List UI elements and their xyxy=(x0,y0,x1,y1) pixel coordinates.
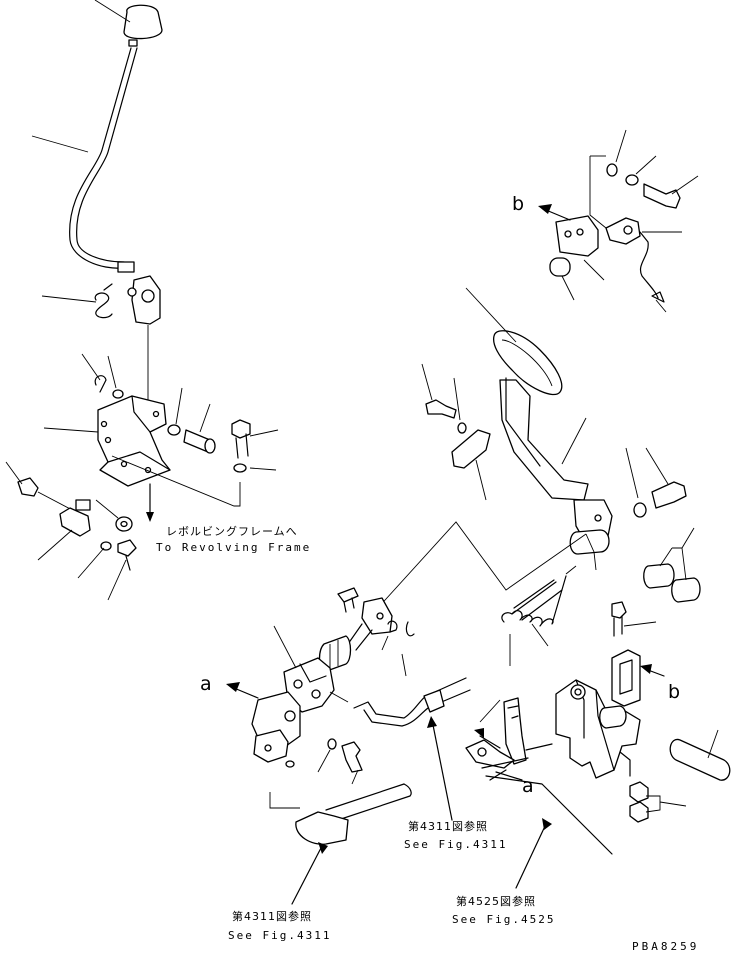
revolving-frame-label-jp: レボルビングフレームへ xyxy=(166,524,298,538)
bolt-valve xyxy=(341,741,363,773)
see-4311-lower-jp: 第4311図参照 xyxy=(232,909,312,923)
hose-fitting xyxy=(295,811,349,845)
see-4311-upper-jp: 第4311図参照 xyxy=(408,819,488,833)
lever-assembly xyxy=(5,0,279,601)
base-plate xyxy=(481,757,613,855)
see-4525-jp: 第4525図参照 xyxy=(456,894,536,908)
pipe-nut xyxy=(423,689,445,713)
see-4311-lower-en: See Fig.4311 xyxy=(228,929,331,942)
pipe-elbow xyxy=(353,677,467,719)
limit-switch xyxy=(605,217,641,245)
spring-pin xyxy=(94,283,113,319)
bolt-pedal xyxy=(425,399,457,419)
stop-bolt xyxy=(611,601,627,619)
washer-5 xyxy=(606,163,618,177)
revolving-frame-label-en: To Revolving Frame xyxy=(156,541,311,554)
spring-assembly xyxy=(501,565,657,647)
pivot-bushing xyxy=(599,705,627,729)
stopper-plate xyxy=(451,429,491,469)
stand-foot xyxy=(465,739,515,769)
frame-assembly xyxy=(465,634,731,889)
washer-4 xyxy=(100,541,112,551)
cotter-pin xyxy=(94,375,107,393)
valve-body xyxy=(251,691,301,747)
washer xyxy=(112,389,124,399)
bolt-valve-top xyxy=(337,587,359,603)
stand-bracket xyxy=(503,697,527,765)
bushing-right-1 xyxy=(643,563,675,589)
plate-b xyxy=(611,649,641,707)
ref-a-bottom: a xyxy=(522,775,534,797)
nut-lower-2 xyxy=(629,801,649,823)
bolt-switch xyxy=(643,183,681,209)
nut-lower-1 xyxy=(629,781,649,803)
valve-assembly xyxy=(226,587,471,905)
ref-a-left: a xyxy=(200,673,212,695)
washer-valve xyxy=(327,738,337,750)
collar xyxy=(549,257,571,277)
washer-3 xyxy=(233,463,247,473)
return-spring xyxy=(501,575,567,627)
washer-pedal xyxy=(457,422,467,434)
pedal-pad xyxy=(492,330,563,396)
lever-end xyxy=(117,261,135,273)
hose xyxy=(325,783,411,823)
shaft xyxy=(669,738,731,781)
lever-knob xyxy=(123,4,163,40)
connection-line xyxy=(375,521,587,611)
lever-bracket xyxy=(97,395,171,487)
grease-fitting xyxy=(17,477,39,497)
switch-bracket xyxy=(555,215,599,257)
washer-pedal-2 xyxy=(633,502,647,518)
switch-assembly xyxy=(538,129,699,313)
see-4311-upper-en: See Fig.4311 xyxy=(404,838,507,851)
pedal-arm xyxy=(499,379,589,501)
pedal-assembly xyxy=(421,287,701,603)
boot xyxy=(318,635,352,673)
ref-b-top: b xyxy=(512,193,524,215)
washer-6 xyxy=(625,174,639,186)
lock-plate xyxy=(59,507,91,537)
bolt-small xyxy=(117,539,137,557)
washer-2 xyxy=(167,424,181,436)
ref-b-bottom: b xyxy=(668,681,680,703)
see-4525-en: See Fig.4525 xyxy=(452,913,555,926)
bushing-right-2 xyxy=(671,577,701,603)
pedal-frame xyxy=(555,679,641,779)
lever-rod xyxy=(69,47,132,269)
lever-knob-collar xyxy=(128,39,138,47)
bolt-hex xyxy=(231,419,251,439)
bolt-pedal-2 xyxy=(651,481,687,509)
drawing-code: PBA8259 xyxy=(632,940,699,953)
